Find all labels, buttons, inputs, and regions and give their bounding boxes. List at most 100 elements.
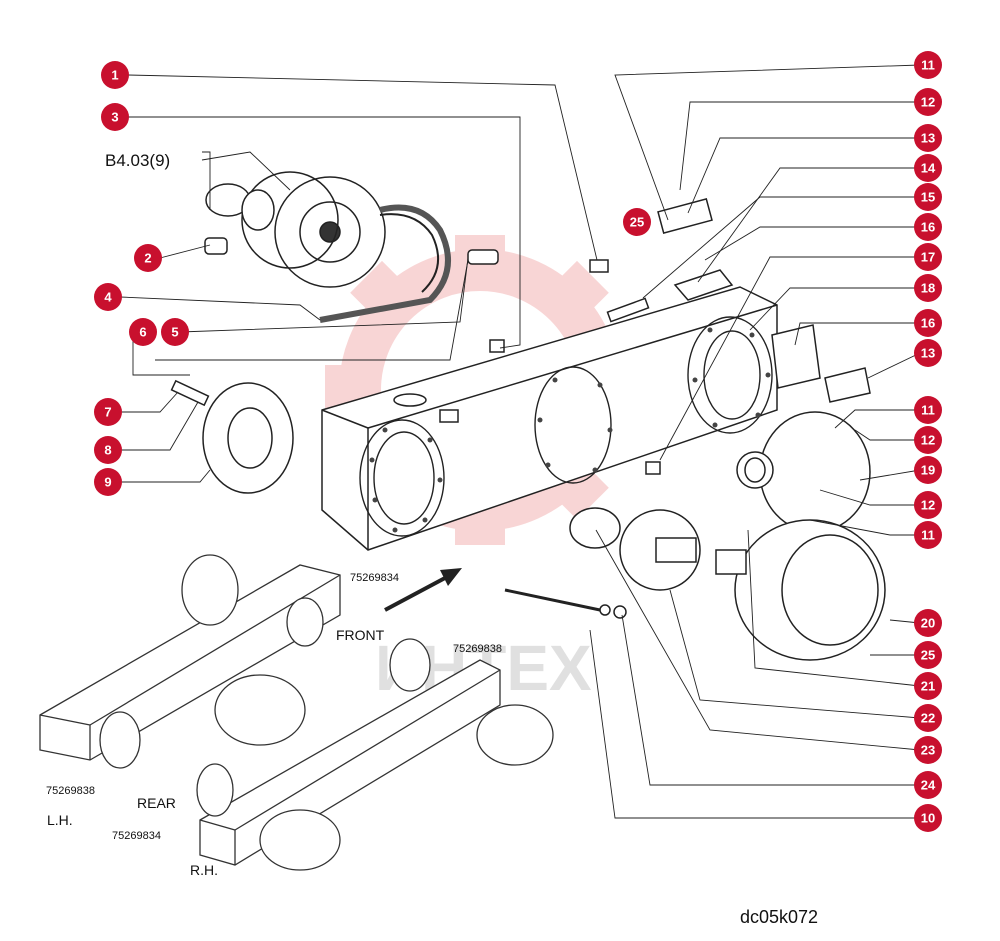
callout-right-12: 12	[914, 426, 942, 454]
callout-number: 21	[921, 679, 935, 694]
callout-circle	[914, 491, 942, 519]
callout-right-21: 21	[914, 672, 942, 700]
callout-number: 17	[921, 250, 935, 265]
callout-right-13: 13	[914, 124, 942, 152]
callout-circle	[94, 468, 122, 496]
callout-left-3: 3	[101, 103, 129, 131]
vehicle-overview-drawing	[39, 554, 554, 871]
diagram-labels: B4.03(9) FRONT REAR L.H. R.H. 75269834 7…	[46, 151, 818, 927]
callout-left-2: 2	[134, 244, 162, 272]
callout-right-18: 18	[914, 274, 942, 302]
callout-circle	[161, 318, 189, 346]
rh-label: R.H.	[190, 862, 218, 878]
leader-lines	[119, 64, 921, 819]
callout-right-17: 17	[914, 243, 942, 271]
callout-number: 19	[921, 463, 935, 478]
callout-number: 5	[171, 325, 178, 340]
callout-circle	[914, 804, 942, 832]
callout-circle	[623, 208, 651, 236]
callout-number: 23	[921, 743, 935, 758]
callout-number: 25	[630, 215, 644, 230]
callout-right-23: 23	[914, 736, 942, 764]
callout-circle	[914, 213, 942, 241]
callout-number: 3	[111, 110, 118, 125]
callout-circle	[914, 396, 942, 424]
callout-circle	[914, 309, 942, 337]
callout-circle	[914, 339, 942, 367]
callout-number: 11	[921, 58, 935, 73]
callout-circle	[101, 61, 129, 89]
right-side-parts	[489, 197, 886, 661]
callout-number: 12	[921, 95, 935, 110]
callout-number: 11	[921, 403, 935, 418]
drawing-id: dc05k072	[740, 907, 818, 927]
callout-circle	[914, 124, 942, 152]
callout-circle	[914, 609, 942, 637]
callout-number: 24	[921, 778, 936, 793]
callout-circle	[94, 283, 122, 311]
callout-circle	[134, 244, 162, 272]
callout-number: 7	[104, 405, 111, 420]
end-flange-left	[170, 379, 294, 494]
callout-circle	[914, 704, 942, 732]
callout-number: 9	[104, 475, 111, 490]
callout-right-11: 11	[914, 51, 942, 79]
callout-number: 15	[921, 190, 935, 205]
rear-label: REAR	[137, 795, 176, 811]
callouts: 1324567891112131415161718161311121912112…	[94, 51, 942, 832]
part-number-a: 75269834	[350, 572, 399, 584]
callout-right-10: 10	[914, 804, 942, 832]
callout-right-24: 24	[914, 771, 942, 799]
callout-circle	[94, 398, 122, 426]
callout-left-7: 7	[94, 398, 122, 426]
part-number-b: 75269838	[453, 643, 502, 655]
callout-right-11: 11	[914, 521, 942, 549]
callout-number: 13	[921, 346, 935, 361]
callout-circle	[914, 521, 942, 549]
ref-group-label: B4.03(9)	[105, 151, 170, 170]
callout-circle	[914, 183, 942, 211]
callout-circle	[101, 103, 129, 131]
callout-number: 16	[921, 220, 935, 235]
callout-number: 18	[921, 281, 935, 296]
callout-circle	[94, 436, 122, 464]
callout-right-14: 14	[914, 154, 942, 182]
callout-circle	[914, 771, 942, 799]
callout-number: 1	[111, 68, 118, 83]
front-arrow	[384, 568, 462, 612]
callout-number: 13	[921, 131, 935, 146]
part-number-c: 75269838	[46, 785, 95, 797]
callout-inner-25: 25	[623, 208, 651, 236]
callout-left-1: 1	[101, 61, 129, 89]
callout-number: 22	[921, 711, 935, 726]
callout-circle	[914, 672, 942, 700]
callout-number: 25	[921, 648, 935, 663]
callout-circle	[914, 88, 942, 116]
callout-left-4: 4	[94, 283, 122, 311]
callout-number: 14	[921, 161, 936, 176]
callout-left-6: 6	[129, 318, 157, 346]
callout-circle	[914, 736, 942, 764]
callout-circle	[914, 274, 942, 302]
callout-number: 4	[104, 290, 112, 305]
callout-number: 12	[921, 433, 935, 448]
callout-circle	[914, 426, 942, 454]
callout-circle	[914, 641, 942, 669]
lh-label: L.H.	[47, 812, 73, 828]
callout-right-25: 25	[914, 641, 942, 669]
main-beam-housing	[321, 286, 778, 551]
front-label: FRONT	[336, 627, 385, 643]
callout-number: 11	[921, 528, 935, 543]
callout-circle	[914, 51, 942, 79]
callout-right-15: 15	[914, 183, 942, 211]
callout-left-8: 8	[94, 436, 122, 464]
callout-number: 8	[104, 443, 111, 458]
callout-right-12: 12	[914, 88, 942, 116]
callout-circle	[129, 318, 157, 346]
callout-right-12: 12	[914, 491, 942, 519]
callout-number: 2	[144, 251, 151, 266]
callout-left-5: 5	[161, 318, 189, 346]
callout-number: 16	[921, 316, 935, 331]
